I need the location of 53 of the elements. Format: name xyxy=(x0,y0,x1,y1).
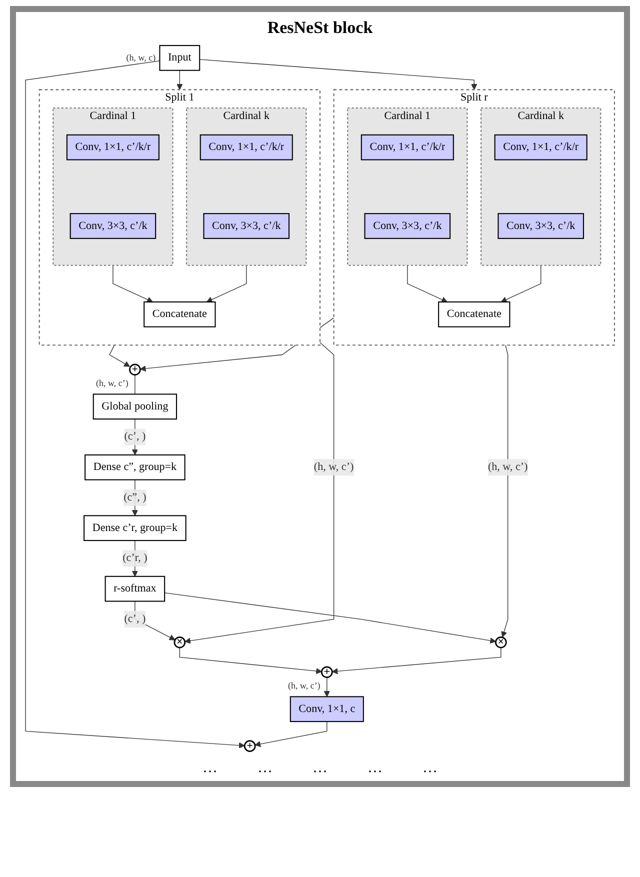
arrow xyxy=(25,60,245,748)
arrow xyxy=(112,265,153,302)
connector xyxy=(134,374,136,395)
node-box: Dense c’r, group=k xyxy=(84,515,186,542)
node-box: Conv, 3×3, c’/k xyxy=(203,213,290,239)
node-box: Conv, 1×1, c’/k/r xyxy=(200,134,293,160)
node-box: Conv, 1×1, c xyxy=(290,696,364,722)
edge-label: (c’, ) xyxy=(124,612,146,625)
edge-label: (h, w, c’) xyxy=(488,461,528,473)
ellipsis-mark: … xyxy=(368,760,382,777)
node-box: r-softmax xyxy=(104,576,166,602)
arrow xyxy=(164,592,496,644)
arrow xyxy=(332,647,502,674)
node-box: Conv, 3×3, c’/k xyxy=(498,213,584,239)
arrow xyxy=(407,265,448,302)
node-circle: + xyxy=(129,364,141,376)
arrow xyxy=(254,721,328,748)
node-box: Concatenate xyxy=(438,301,510,328)
node-circle: + xyxy=(321,666,333,678)
node-circle: × xyxy=(174,636,186,648)
shape-annotation: (h, w, c’) xyxy=(96,378,128,388)
arrow xyxy=(501,344,508,638)
arrow xyxy=(132,479,138,516)
node-box: Conv, 1×1, c’/k/r xyxy=(494,134,588,160)
shape-annotation: (h, w, c’) xyxy=(288,680,320,691)
arrow xyxy=(109,344,130,367)
node-box: Input xyxy=(159,45,200,71)
ellipsis-mark: … xyxy=(312,760,328,777)
arrow xyxy=(176,70,183,90)
node-box: Conv, 3×3, c’/k xyxy=(70,213,156,239)
edge-label: (c’, ) xyxy=(124,430,146,442)
node-box: Concatenate xyxy=(144,301,216,328)
arrow xyxy=(132,418,138,456)
node-box: Conv, 3×3, c’/k xyxy=(364,213,451,239)
ellipsis-mark: … xyxy=(422,760,438,777)
node-box: Global pooling xyxy=(92,394,178,420)
edge-label: (c’r, ) xyxy=(122,552,148,564)
node-box: Conv, 1×1, c’/k/r xyxy=(360,134,454,160)
arrow xyxy=(324,677,330,697)
node-circle: + xyxy=(244,740,256,752)
diagram-title: ResNeSt block xyxy=(266,18,374,38)
node-circle: × xyxy=(495,636,507,648)
arrow xyxy=(206,265,247,302)
node-box: Dense c”, group=k xyxy=(84,454,186,480)
node-box: Conv, 1×1, c’/k/r xyxy=(66,134,160,160)
edge-label: (c”, ) xyxy=(124,492,146,504)
arrow xyxy=(500,265,542,302)
edge-label: (h, w, c’) xyxy=(314,461,354,473)
arrow xyxy=(199,59,478,90)
arrow xyxy=(184,342,334,644)
arrow xyxy=(179,647,322,674)
ellipsis-mark: … xyxy=(258,760,272,777)
ellipsis-mark: … xyxy=(202,760,218,777)
